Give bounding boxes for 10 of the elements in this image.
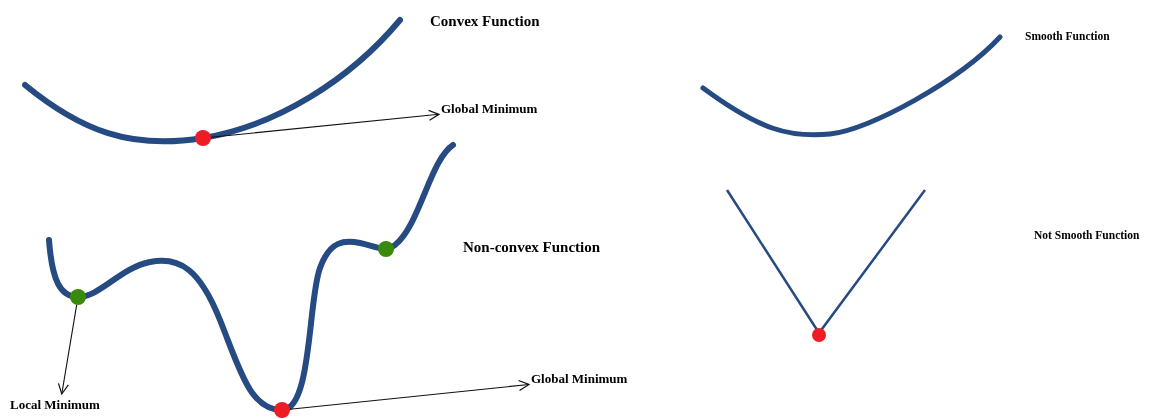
function-title: Non-convex Function <box>463 238 601 257</box>
function-title: Smooth Function <box>1025 29 1110 44</box>
leader-arrow <box>289 379 530 410</box>
function-title: Convex Function <box>430 12 540 31</box>
leader-arrow <box>57 304 78 395</box>
point-label: Global Minimum <box>441 100 538 117</box>
leader-arrow <box>210 109 440 138</box>
point-label: Global Minimum <box>531 370 628 387</box>
point-label: Local Minimum <box>10 396 100 413</box>
function-title: Not Smooth Function <box>1034 228 1140 243</box>
